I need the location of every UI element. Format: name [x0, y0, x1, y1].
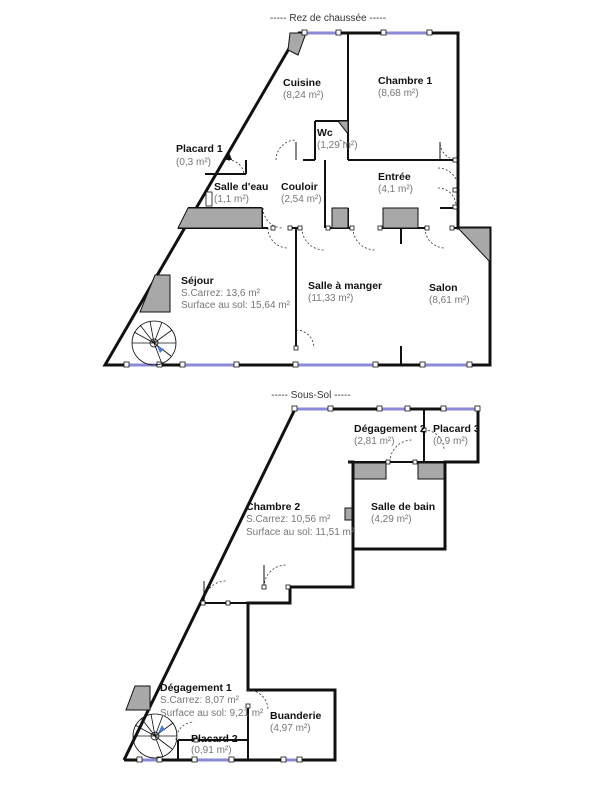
room-name: Séjour: [181, 275, 214, 287]
room-name: Buanderie: [270, 710, 322, 722]
label-salle-a-manger: Salle à manger (11,33 m²): [308, 280, 382, 304]
label-degagement-1: Dégagement 1 S.Carrez: 8,07 m² Surface a…: [160, 682, 264, 719]
ground-floor-windows: [123, 29, 473, 368]
room-area: (4,97 m²): [270, 723, 311, 734]
room-area: (11,33 m²): [308, 293, 353, 304]
room-area: S.Carrez: 10,56 m²: [246, 514, 331, 525]
basement-doors: [175, 427, 445, 743]
room-name: Dégagement 2: [354, 423, 426, 435]
room-name: Wc: [317, 127, 333, 139]
room-area: (0,9 m²): [433, 436, 468, 447]
room-area-floor: Surface au sol: 9,21 m²: [160, 708, 264, 719]
label-entree: Entrée (4,1 m²): [378, 171, 413, 195]
basement-spiral-staircase: [132, 713, 178, 759]
room-area-floor: Surface au sol: 11,51 m²: [246, 527, 355, 538]
label-placard-1: Placard 1 (0,3 m²): [176, 143, 223, 168]
ground-floor-fixtures: [139, 32, 491, 313]
label-buanderie: Buanderie (4,97 m²): [270, 710, 322, 734]
label-salon: Salon (8,61 m²): [429, 282, 470, 306]
label-degagement-2: Dégagement 2 (2,81 m²): [354, 423, 426, 447]
label-salle-de-bain: Salle de bain (4,29 m²): [371, 501, 435, 525]
basement-windows: [136, 405, 481, 763]
room-name: Salle à manger: [308, 280, 382, 292]
room-area: (8,61 m²): [429, 295, 470, 306]
label-placard-2: Placard 2 (0,91 m²): [191, 733, 238, 756]
room-area-floor: Surface au sol: 15,64 m²: [181, 300, 291, 311]
room-name: Chambre 2: [246, 501, 300, 513]
room-name: Salle de bain: [371, 501, 435, 513]
label-chambre-1: Chambre 1 (8,68 m²): [378, 75, 432, 99]
room-area: (4,29 m²): [371, 514, 412, 525]
room-area: (8,24 m²): [283, 90, 324, 101]
room-area: (0,3 m²): [176, 157, 211, 168]
label-placard-3: Placard 3 (0,9 m²): [433, 423, 480, 447]
basement-walls: [122, 407, 480, 762]
room-area: (1,29 m²): [317, 140, 358, 151]
basement-title: ----- Sous-Sol -----: [271, 390, 350, 401]
room-name: Dégagement 1: [160, 682, 232, 694]
label-cuisine: Cuisine (8,24 m²): [283, 77, 324, 101]
label-wc: Wc (1,29 m²): [317, 127, 358, 151]
room-name: Entrée: [378, 171, 411, 183]
room-name: Couloir: [281, 181, 318, 193]
basement-fixtures: [125, 462, 445, 711]
room-name: Placard 3: [433, 423, 480, 435]
room-name: Salle d'eau: [214, 181, 268, 193]
label-salle-d-eau: Salle d'eau (1,1 m²): [214, 181, 268, 205]
room-area: (0,91 m²): [191, 745, 232, 756]
ground-floor-title: ----- Rez de chaussée -----: [270, 13, 386, 24]
label-sejour: Séjour S.Carrez: 13,6 m² Surface au sol:…: [181, 275, 291, 311]
room-name: Chambre 1: [378, 75, 432, 87]
room-area: (2,54 m²): [281, 194, 322, 205]
room-area: (4,1 m²): [378, 184, 413, 195]
room-name: Salon: [429, 282, 458, 294]
label-couloir: Couloir (2,54 m²): [281, 181, 322, 205]
ground-floor-doors: [226, 139, 459, 351]
room-area: (2,81 m²): [354, 436, 395, 447]
room-name: Placard 2: [191, 733, 238, 745]
room-name: Placard 1: [176, 143, 223, 155]
room-area: (1,1 m²): [214, 194, 249, 205]
room-area: S.Carrez: 8,07 m²: [160, 695, 240, 706]
ground-floor-spiral-staircase: [131, 320, 177, 366]
room-name: Cuisine: [283, 77, 321, 89]
room-area: (8,68 m²): [378, 88, 419, 99]
room-area: S.Carrez: 13,6 m²: [181, 288, 261, 299]
label-chambre-2: Chambre 2 S.Carrez: 10,56 m² Surface au …: [246, 501, 355, 538]
